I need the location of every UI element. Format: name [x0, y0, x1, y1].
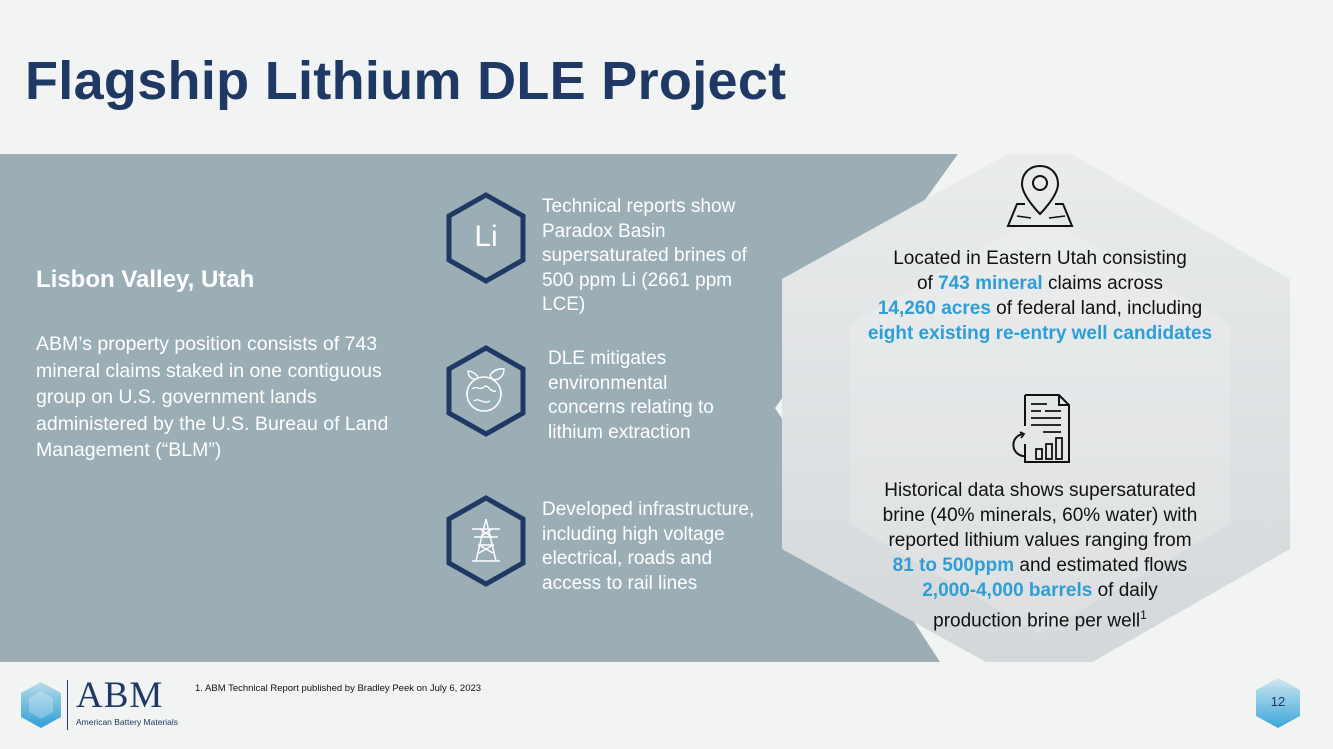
- map-pin-icon: [1006, 164, 1074, 227]
- location-line-2: of 743 mineral claims across: [916, 273, 1164, 294]
- point-text-brines: Technical reports show Paradox Basin sup…: [542, 196, 747, 315]
- point-text-infrastructure: Developed infrastructure, including high…: [542, 499, 755, 594]
- power-tower-icon: [446, 495, 526, 587]
- highlight-barrels: 2,000-4,000 barrels: [922, 580, 1093, 601]
- property-description: ABM’s property position consists of 743 …: [36, 333, 389, 461]
- hexagon-panel: [782, 154, 1290, 662]
- page-number-badge: 12: [1255, 677, 1301, 729]
- footnote-marker: 1: [1140, 608, 1147, 622]
- eco-globe-icon: [446, 345, 526, 437]
- data-line-2: brine (40% minerals, 60% water) with: [882, 505, 1198, 526]
- data-line-4: 81 to 500ppm and estimated flows: [892, 555, 1188, 576]
- lithium-element-icon: Li: [446, 192, 526, 284]
- historical-data-summary: Historical data shows supersaturated bri…: [840, 478, 1240, 633]
- report-chart-icon: [1012, 394, 1070, 463]
- location-summary: Located in Eastern Utah consisting of 74…: [840, 246, 1240, 346]
- point-text-dle: DLE mitigates environmental concerns rel…: [548, 348, 714, 443]
- page-number: 12: [1270, 694, 1286, 709]
- logo-wordmark: ABM: [76, 675, 164, 716]
- highlight-well-candidates: eight existing re-entry well candidates: [867, 323, 1213, 344]
- location-line-3: 14,260 acres of federal land, including: [877, 298, 1203, 319]
- footnote: 1. ABM Technical Report published by Bra…: [195, 683, 482, 694]
- data-line-6: production brine per well1: [933, 608, 1147, 632]
- lithium-symbol: Li: [474, 220, 498, 253]
- data-line-3: reported lithium values ranging from: [888, 530, 1192, 551]
- highlight-ppm-range: 81 to 500ppm: [892, 555, 1015, 576]
- highlight-acres: 14,260 acres: [877, 298, 991, 319]
- hexagon-inner: [850, 214, 1230, 634]
- page-title: Flagship Lithium DLE Project: [25, 51, 787, 111]
- location-line-1: Located in Eastern Utah consisting: [893, 248, 1187, 269]
- abm-logo-icon: [21, 682, 61, 728]
- highlight-mineral-claims: 743 mineral: [938, 273, 1043, 294]
- location-heading: Lisbon Valley, Utah: [36, 266, 255, 293]
- logo-divider: [67, 680, 68, 730]
- data-line-1: Historical data shows supersaturated: [884, 480, 1196, 501]
- data-line-5: 2,000-4,000 barrels of daily: [922, 580, 1158, 601]
- logo-subtitle: American Battery Materials: [76, 717, 179, 727]
